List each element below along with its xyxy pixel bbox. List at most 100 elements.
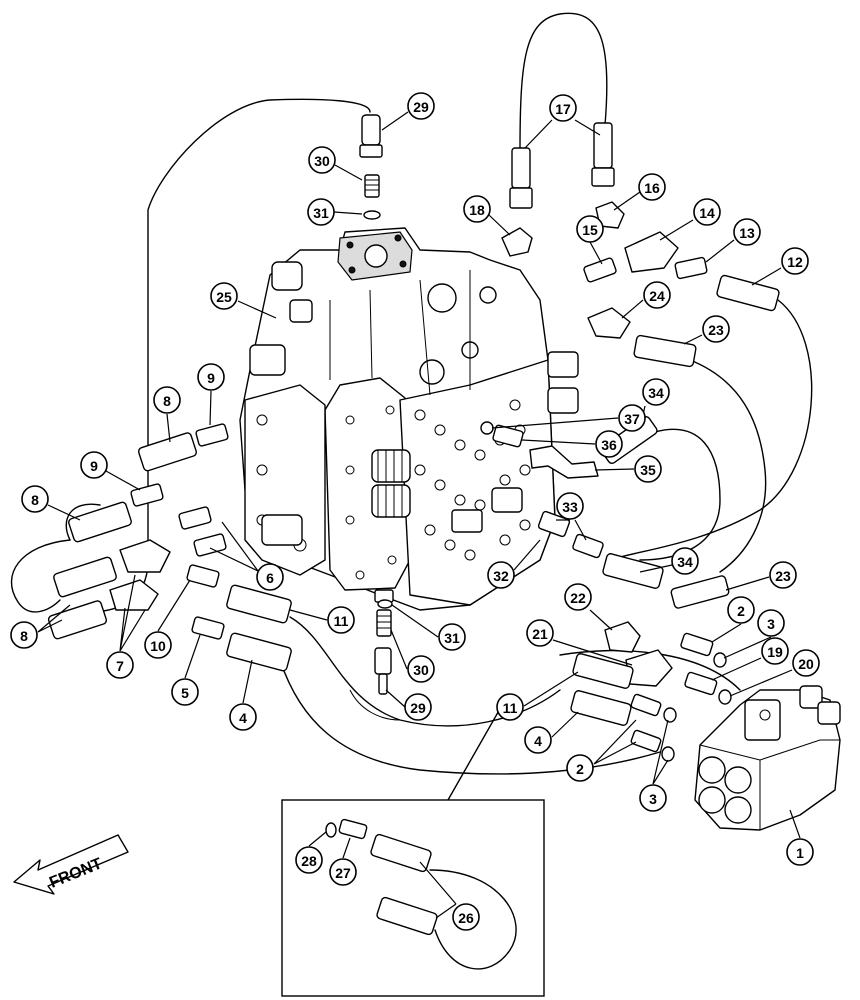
callout-8: 8 bbox=[10, 621, 38, 649]
part-callouts: 1223344567888991011111213141516171819202… bbox=[10, 92, 820, 931]
callout-circle bbox=[549, 94, 577, 122]
callout-circle bbox=[566, 754, 594, 782]
callout-label: 35 bbox=[640, 462, 656, 478]
callout-label: 11 bbox=[334, 613, 349, 629]
callout-28: 28 bbox=[295, 846, 323, 874]
callout-label: 33 bbox=[562, 499, 578, 515]
callout-label: 29 bbox=[410, 700, 426, 716]
callout-25: 25 bbox=[210, 282, 238, 310]
callout-circle bbox=[80, 451, 108, 479]
callout-9: 9 bbox=[80, 451, 108, 479]
callout-label: 34 bbox=[677, 554, 693, 570]
callout-circle bbox=[781, 247, 809, 275]
callout-label: 27 bbox=[335, 865, 351, 881]
callout-label: 4 bbox=[239, 710, 247, 726]
callout-label: 2 bbox=[576, 761, 584, 777]
callout-circle bbox=[638, 173, 666, 201]
callout-1: 1 bbox=[786, 838, 814, 866]
callout-label: 5 bbox=[181, 685, 189, 701]
callout-5: 5 bbox=[171, 678, 199, 706]
callout-circle bbox=[576, 215, 604, 243]
callout-circle bbox=[438, 623, 466, 651]
callout-circle bbox=[210, 282, 238, 310]
callout-30: 30 bbox=[407, 655, 435, 683]
callout-label: 4 bbox=[534, 733, 542, 749]
callout-label: 11 bbox=[503, 700, 518, 716]
callout-label: 37 bbox=[624, 411, 640, 427]
callout-17: 17 bbox=[549, 94, 577, 122]
callout-label: 9 bbox=[207, 370, 215, 386]
callout-circle bbox=[452, 903, 480, 931]
callout-4: 4 bbox=[229, 703, 257, 731]
callout-6: 6 bbox=[256, 563, 284, 591]
callout-label: 31 bbox=[444, 630, 460, 646]
callout-label: 24 bbox=[649, 288, 665, 304]
callout-3: 3 bbox=[639, 784, 667, 812]
callout-13: 13 bbox=[733, 218, 761, 246]
main-control-valve bbox=[239, 227, 579, 611]
callout-circle bbox=[727, 596, 755, 624]
callout-7: 7 bbox=[106, 651, 134, 679]
callout-23: 23 bbox=[702, 315, 730, 343]
callout-label: 32 bbox=[493, 568, 509, 584]
callout-label: 8 bbox=[20, 628, 28, 644]
callout-label: 20 bbox=[798, 656, 814, 672]
callout-label: 3 bbox=[649, 791, 657, 807]
callout-circle bbox=[487, 561, 515, 589]
callout-2: 2 bbox=[566, 754, 594, 782]
callout-4: 4 bbox=[524, 726, 552, 754]
callout-label: 13 bbox=[739, 225, 755, 241]
callout-37: 37 bbox=[618, 404, 646, 432]
callout-23: 23 bbox=[769, 561, 797, 589]
callout-circle bbox=[526, 619, 554, 647]
callout-8: 8 bbox=[21, 485, 49, 513]
callout-circle bbox=[702, 315, 730, 343]
callout-circle bbox=[618, 404, 646, 432]
callout-label: 2 bbox=[737, 603, 745, 619]
callout-circle bbox=[639, 784, 667, 812]
callout-circle bbox=[307, 198, 335, 226]
callout-label: 36 bbox=[601, 437, 617, 453]
fittings bbox=[47, 114, 780, 762]
callout-circle bbox=[634, 455, 662, 483]
callout-18: 18 bbox=[463, 195, 491, 223]
callout-10: 10 bbox=[144, 631, 172, 659]
callout-35: 35 bbox=[634, 455, 662, 483]
callout-15: 15 bbox=[576, 215, 604, 243]
callout-9: 9 bbox=[197, 363, 225, 391]
front-direction-arrow: FRONT bbox=[13, 834, 129, 895]
callout-circle bbox=[642, 378, 670, 406]
callout-circle bbox=[144, 631, 172, 659]
callout-label: 21 bbox=[532, 626, 548, 642]
callout-label: 10 bbox=[150, 638, 166, 654]
callout-label: 30 bbox=[413, 662, 429, 678]
callout-circle bbox=[757, 609, 785, 637]
callout-circle bbox=[733, 218, 761, 246]
callout-circle bbox=[595, 430, 623, 458]
callout-label: 23 bbox=[775, 568, 791, 584]
callout-30: 30 bbox=[308, 146, 336, 174]
callout-label: 31 bbox=[313, 205, 329, 221]
callout-circle bbox=[153, 386, 181, 414]
callout-circle bbox=[10, 621, 38, 649]
callout-circle bbox=[407, 92, 435, 120]
callout-31: 31 bbox=[438, 623, 466, 651]
detail-inset bbox=[281, 799, 545, 997]
callout-circle bbox=[308, 146, 336, 174]
callout-label: 25 bbox=[216, 289, 232, 305]
callout-label: 8 bbox=[31, 492, 39, 508]
callout-circle bbox=[229, 703, 257, 731]
callout-29: 29 bbox=[404, 693, 432, 721]
callout-label: 23 bbox=[708, 322, 724, 338]
hose-lines bbox=[10, 12, 813, 801]
callout-32: 32 bbox=[487, 561, 515, 589]
callout-label: 34 bbox=[648, 385, 664, 401]
callout-circle bbox=[106, 651, 134, 679]
callout-circle bbox=[524, 726, 552, 754]
callout-14: 14 bbox=[693, 198, 721, 226]
callout-36: 36 bbox=[595, 430, 623, 458]
callout-label: 9 bbox=[90, 458, 98, 474]
callout-circle bbox=[295, 846, 323, 874]
callout-31: 31 bbox=[307, 198, 335, 226]
